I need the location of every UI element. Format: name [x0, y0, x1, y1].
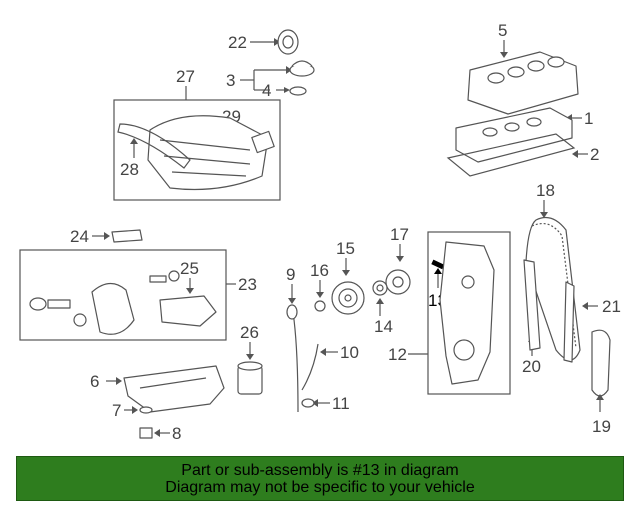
callout-3[interactable]: 3: [226, 71, 235, 90]
callout-21[interactable]: 21: [602, 297, 621, 316]
oil-pump-assembly[interactable]: [29, 270, 180, 335]
banner-line-disclaimer: Diagram may not be specific to your vehi…: [165, 478, 475, 496]
callout-12[interactable]: 12: [388, 345, 407, 364]
callout-22[interactable]: 22: [228, 33, 247, 52]
callout-28[interactable]: 28: [120, 160, 139, 179]
callout-15[interactable]: 15: [336, 239, 355, 258]
callout-1[interactable]: 1: [584, 109, 593, 128]
banner-line-part: Part or sub-assembly is #13 in diagram: [181, 461, 459, 479]
callout-17[interactable]: 17: [390, 225, 409, 244]
callout-10[interactable]: 10: [340, 343, 359, 362]
oil-pump-gasket[interactable]: [111, 229, 143, 243]
callout-9[interactable]: 9: [286, 265, 295, 284]
oil-dipstick[interactable]: [286, 304, 299, 413]
compatibility-banner: Part or sub-assembly is #13 in diagram D…: [16, 456, 624, 501]
engine-parts-diagram: 22 3 4 5 1 2 27 29 28 18 24 17 15 16 9 1…: [19, 21, 621, 443]
cylinder-head-cover[interactable]: [467, 51, 579, 115]
intake-group-box: [113, 99, 281, 201]
callout-2[interactable]: 2: [590, 145, 599, 164]
callout-23[interactable]: 23: [238, 275, 257, 294]
callout-6[interactable]: 6: [90, 372, 99, 391]
callout-11[interactable]: 11: [332, 394, 350, 413]
filler-cap-gasket[interactable]: [289, 60, 315, 96]
pulley-bolt[interactable]: [314, 300, 326, 312]
callout-19[interactable]: 19: [592, 417, 611, 436]
callout-20[interactable]: 20: [522, 357, 541, 376]
oil-pan-gasket[interactable]: [301, 398, 315, 408]
callout-27[interactable]: 27: [176, 67, 195, 86]
dipstick-tube[interactable]: [301, 343, 319, 391]
oil-pan[interactable]: [123, 365, 225, 413]
callout-5[interactable]: 5: [498, 21, 507, 40]
leader-lines: [92, 38, 604, 437]
timing-cover-group-box: [427, 231, 511, 395]
chain-tensioner[interactable]: [523, 259, 541, 351]
oil-pump-cover[interactable]: [159, 295, 217, 327]
crank-pulley[interactable]: [331, 281, 365, 315]
oil-filter[interactable]: [237, 361, 263, 395]
callout-18[interactable]: 18: [536, 181, 555, 200]
callout-25[interactable]: 25: [180, 259, 199, 278]
crank-seal[interactable]: [372, 280, 388, 296]
valve-cover[interactable]: [455, 107, 573, 163]
valve-cover-gasket[interactable]: [446, 133, 576, 177]
callout-8[interactable]: 8: [172, 424, 181, 443]
callout-24[interactable]: 24: [70, 227, 89, 246]
oil-pump-group-box: [19, 249, 227, 341]
oil-filler-cap[interactable]: [277, 29, 299, 55]
timing-cover-seal[interactable]: [431, 259, 445, 270]
cam-sprocket[interactable]: [385, 269, 411, 295]
drain-plug[interactable]: [139, 427, 153, 439]
oil-pump-chain[interactable]: [591, 329, 611, 397]
chain-guide[interactable]: [563, 281, 575, 363]
callout-7[interactable]: 7: [112, 401, 121, 420]
callout-26[interactable]: 26: [240, 323, 259, 342]
timing-cover[interactable]: [439, 241, 495, 385]
drain-plug-gasket[interactable]: [139, 406, 153, 414]
callout-16[interactable]: 16: [310, 261, 329, 280]
intake-gasket[interactable]: [117, 123, 191, 169]
intake-manifold[interactable]: [147, 115, 275, 191]
callout-14[interactable]: 14: [374, 317, 393, 336]
